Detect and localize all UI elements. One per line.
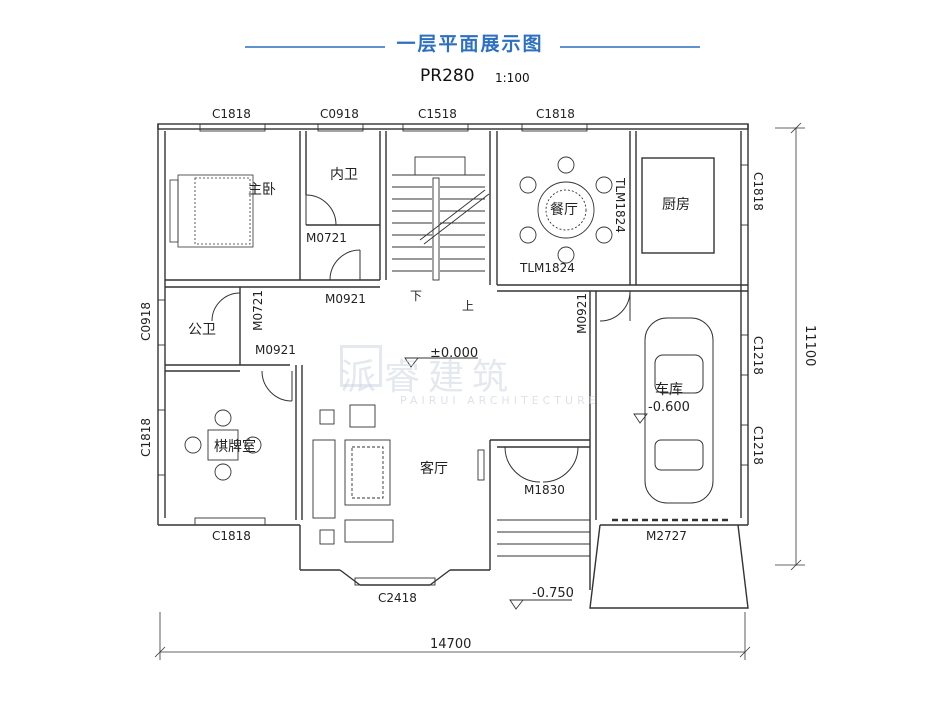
door-label: M0921 <box>575 293 589 334</box>
car <box>644 317 714 504</box>
level-garage: -0.600 <box>648 400 690 415</box>
watermark-text: 派睿建筑 <box>340 357 517 398</box>
entry-steps <box>497 519 590 557</box>
window-label: C1218 <box>751 336 765 375</box>
sofa-set <box>312 404 485 545</box>
room-label-dining: 餐厅 <box>550 202 578 218</box>
dining-table <box>519 156 613 264</box>
room-label-public-bath: 公卫 <box>188 322 216 338</box>
chess-table <box>184 409 262 481</box>
door-label: TLM1824 <box>520 261 575 275</box>
outer-wall-top-left <box>157 123 749 130</box>
watermark-logo-icon <box>340 345 382 387</box>
room-label-living-room: 客厅 <box>420 461 448 477</box>
page-title: 一层平面展示图 <box>396 33 544 55</box>
level-floor: ±0.000 <box>430 346 479 361</box>
level-outdoor: -0.750 <box>532 586 574 601</box>
room-label-inner-bath: 内卫 <box>330 167 358 183</box>
plan-scale: 1:100 <box>495 71 530 85</box>
dimension-total-depth: 11100 <box>802 325 817 367</box>
door-label: M1830 <box>524 483 565 497</box>
window-label: C1818 <box>212 107 251 121</box>
window-label: C1218 <box>751 426 765 465</box>
window-label: C1518 <box>418 107 457 121</box>
stair-treads <box>392 156 490 281</box>
watermark-subtext: PAIRUI ARCHITECTURE <box>400 394 600 407</box>
window-label: C1818 <box>536 107 575 121</box>
room-label-kitchen: 厨房 <box>662 197 690 213</box>
window-label: C0918 <box>139 302 153 341</box>
door-label: M2727 <box>646 529 687 543</box>
window-label: C2418 <box>378 591 417 605</box>
level-markers <box>404 357 648 610</box>
door-label: M0721 <box>251 290 265 331</box>
room-label-garage: 车库 <box>655 382 683 398</box>
stair-up-label: 上 <box>462 299 475 313</box>
window-marks <box>157 123 749 586</box>
stair-down-label: 下 <box>410 289 423 303</box>
window-label: C1818 <box>139 418 153 457</box>
door-label: M0921 <box>255 343 296 357</box>
room-label-chess-room: 棋牌室 <box>214 439 256 455</box>
window-label: C1818 <box>212 529 251 543</box>
room-label-master-bedroom: 主卧 <box>248 182 276 198</box>
door-label: M0921 <box>325 292 366 306</box>
window-label: C1818 <box>751 172 765 211</box>
bed <box>169 174 254 248</box>
plan-code: PR280 <box>420 66 475 86</box>
door-label: M0721 <box>306 231 347 245</box>
door-label: TLM1824 <box>613 178 627 233</box>
dimension-lines <box>154 122 805 660</box>
dimension-total-width: 14700 <box>430 637 472 652</box>
window-label: C0918 <box>320 107 359 121</box>
